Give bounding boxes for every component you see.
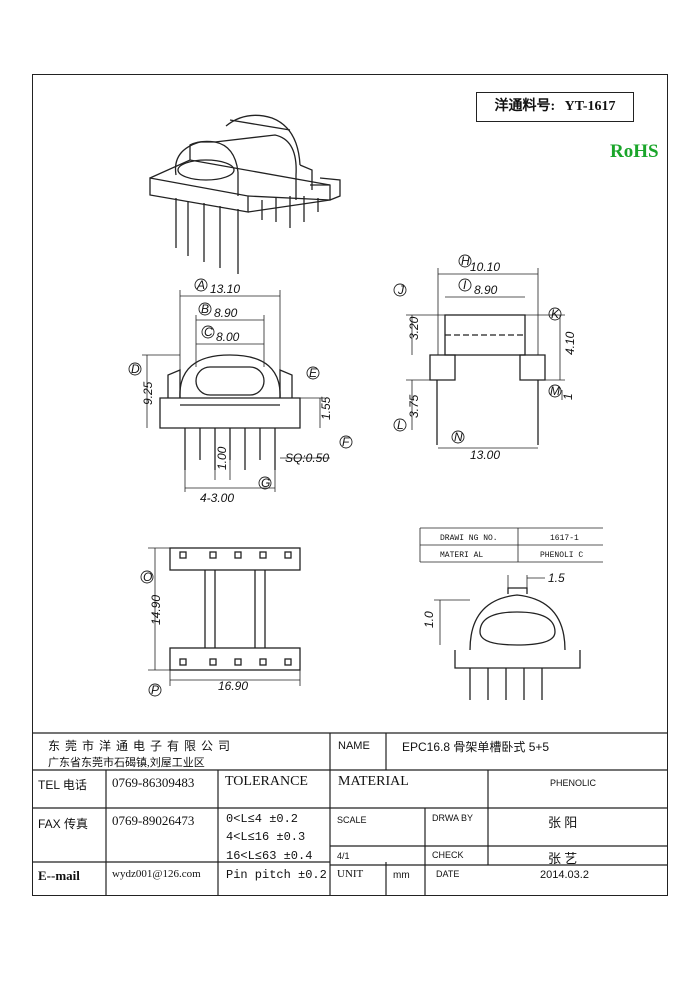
callout-g: G — [261, 476, 270, 490]
company-name: 东 莞 市 洋 通 电 子 有 限 公 司 — [48, 739, 232, 753]
scale-label: SCALE — [337, 815, 367, 825]
company-address: 广东省东莞市石碣镇,刘屋工业区 — [48, 757, 205, 769]
dim-detail-h: 1.0 — [422, 611, 436, 628]
dim-e-value: 1.55 — [319, 396, 333, 420]
email-value: wydz001@126.com — [112, 868, 201, 880]
callout-p: P — [151, 683, 159, 697]
fax-value: 0769-89026473 — [112, 813, 195, 828]
tolerance-row-3: 16<L≤63 ±0.4 — [226, 849, 313, 863]
name-label: NAME — [338, 740, 370, 752]
side-view: 10.10 8.90 3.20 4.10 3.75 1 13.00 — [406, 260, 577, 462]
callout-i: I — [463, 278, 467, 292]
unit-label: UNIT — [337, 868, 364, 880]
mini-title-block: DRAWI NG NO. 1617-1 MATERI AL PHENOLI C — [419, 527, 603, 563]
top-view: 14.90 16.90 — [148, 547, 301, 693]
dim-l-value: 3.75 — [407, 394, 421, 418]
callout-d: D — [131, 362, 140, 376]
drawby-value: 张 阳 — [548, 815, 578, 830]
dim-g-value: 4-3.00 — [200, 491, 234, 505]
callout-o: O — [143, 570, 152, 584]
material-label: MATERIAL — [338, 774, 409, 789]
callout-l: L — [397, 418, 404, 432]
detail-view: 1.5 1.0 — [422, 571, 581, 700]
tolerance-label: TOLERANCE — [225, 774, 308, 789]
callout-e: E — [309, 366, 318, 380]
title-block-grid — [32, 732, 668, 896]
date-label: DATE — [436, 869, 460, 879]
fax-label: FAX 传真 — [38, 817, 89, 831]
material-value: PHENOLIC — [550, 778, 597, 788]
tel-value: 0769-86309483 — [112, 775, 195, 790]
callout-markers: A B C D E F G H I J K L M N O P — [128, 254, 562, 697]
dim-m-value: 1 — [561, 393, 575, 400]
isometric-view — [149, 114, 341, 274]
scale-value: 4/1 — [337, 851, 350, 861]
callout-j: J — [397, 283, 405, 297]
part-number-box: 洋通料号: YT-1617 — [476, 92, 634, 122]
dim-j-value: 3.20 — [407, 316, 421, 340]
dim-c-value: 8.00 — [216, 330, 240, 344]
email-label: E--mail — [38, 868, 80, 883]
dim-o-value: 14.90 — [149, 595, 163, 625]
dim-f-value: SQ:0.50 — [285, 451, 329, 465]
drawing-frame — [32, 74, 668, 896]
callout-n: N — [454, 430, 463, 444]
callout-c: C — [204, 325, 213, 339]
callout-m: M — [550, 384, 560, 398]
part-number-label: 洋通料号: — [494, 99, 556, 114]
name-value: EPC16.8 骨架单槽卧式 5+5 — [402, 740, 550, 754]
rohs-mark: RoHS — [610, 141, 659, 162]
mini-drawing-no-label: DRAWI NG NO. — [440, 534, 498, 543]
mini-material-value: PHENOLI C — [540, 551, 583, 560]
front-view: 13.10 8.90 8.00 9.25 1.55 SQ:0.50 4-3.00… — [141, 282, 333, 505]
callout-a: A — [196, 278, 205, 292]
dim-b-value: 8.90 — [214, 306, 238, 320]
date-value: 2014.03.2 — [540, 869, 589, 881]
check-label: CHECK — [432, 850, 464, 860]
part-number-value: YT-1617 — [564, 99, 616, 114]
tel-label: TEL 电话 — [38, 778, 87, 792]
tolerance-row-1: 0<L≤4 ±0.2 — [226, 812, 299, 826]
callout-f: F — [342, 435, 350, 449]
callout-h: H — [461, 254, 470, 268]
tolerance-row-4: Pin pitch ±0.2 — [226, 868, 327, 882]
callout-b: B — [201, 302, 209, 316]
dim-detail-w: 1.5 — [548, 571, 565, 585]
dim-a-value: 13.10 — [210, 282, 240, 296]
dim-d-value: 9.25 — [141, 381, 155, 405]
unit-value: mm — [393, 870, 410, 881]
dim-i-value: 8.90 — [474, 283, 498, 297]
dim-h-value: 10.10 — [470, 260, 500, 274]
mini-drawing-no-value: 1617-1 — [550, 534, 579, 543]
drawby-label: DRWA BY — [432, 813, 474, 823]
dim-n-value: 13.00 — [470, 448, 500, 462]
mini-material-label: MATERI AL — [440, 551, 483, 560]
dim-pitch-value: 1.00 — [215, 446, 229, 470]
callout-k: K — [551, 307, 560, 321]
tolerance-row-2: 4<L≤16 ±0.3 — [226, 830, 306, 844]
dim-k-value: 4.10 — [563, 331, 577, 355]
check-value: 张 艺 — [548, 851, 578, 866]
dim-p-value: 16.90 — [218, 679, 248, 693]
